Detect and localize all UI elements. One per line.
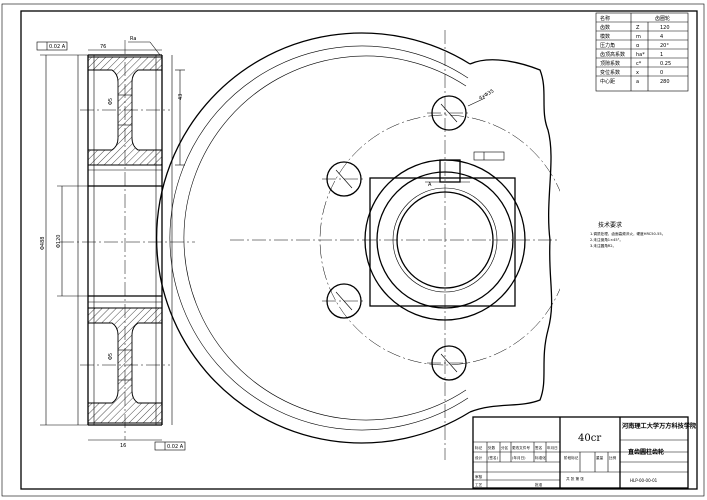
param-name: 齿数 — [600, 24, 610, 31]
param-value: 280 — [660, 79, 670, 85]
svg-text:分区: 分区 — [501, 445, 509, 450]
param-value: 120 — [660, 25, 670, 31]
tolerance-frame-bottom: 0.02 A — [154, 441, 186, 451]
roughness-mark: Ra — [130, 36, 136, 42]
svg-text:16: 16 — [120, 443, 126, 449]
drawing-number: HLP-00-00-01 — [630, 478, 658, 483]
param-name: 变位系数 — [600, 69, 620, 76]
svg-text:43: 43 — [178, 94, 184, 100]
svg-text:处数: 处数 — [488, 445, 496, 450]
param-symbol: x — [636, 70, 639, 76]
param-name: 中心距 — [600, 78, 615, 85]
tolerance-frame-top: 0.02 A — [36, 41, 68, 51]
svg-text:Φ5: Φ5 — [108, 353, 114, 360]
table-header-value: 齿圈轮 — [655, 15, 670, 22]
title-block: 40cr 河南理工大学万方科技学院 直齿圆柱齿轮 HLP-00-00-01 标记… — [472, 416, 697, 489]
svg-text:设计: 设计 — [475, 455, 483, 460]
svg-text:标记: 标记 — [475, 445, 483, 450]
param-value: 4 — [660, 34, 663, 40]
svg-text:阶段标记: 阶段标记 — [564, 455, 579, 460]
svg-text:工艺: 工艺 — [475, 482, 483, 487]
outer-frame — [1, 3, 705, 497]
front-view: A 4xΦ35 — [155, 30, 560, 460]
svg-text:签名: 签名 — [535, 445, 543, 450]
tech-req-line: 3.未注圆角R2。 — [590, 243, 616, 248]
svg-text:标准化: 标准化 — [535, 455, 546, 460]
param-value: 0.25 — [660, 61, 671, 67]
param-name: 模数 — [600, 33, 610, 40]
param-symbol: α — [636, 43, 640, 49]
svg-text:Φ120: Φ120 — [56, 235, 62, 248]
part-name: 直齿圆柱齿轮 — [628, 448, 664, 456]
inner-frame — [20, 10, 698, 490]
dim-b: A — [428, 182, 432, 188]
svg-text:更改文件号: 更改文件号 — [512, 445, 530, 450]
svg-text:Φ488: Φ488 — [40, 237, 46, 250]
svg-text:年月日: 年月日 — [547, 445, 558, 450]
svg-text:0.02 A: 0.02 A — [49, 44, 66, 50]
param-value: 0 — [660, 70, 663, 76]
table-header-label: 名称 — [600, 15, 610, 22]
param-name: 压力角 — [600, 42, 615, 49]
tech-req-title: 技术要求 — [598, 221, 622, 229]
svg-text:0.02 A: 0.02 A — [167, 444, 184, 450]
svg-text:76: 76 — [100, 44, 106, 50]
svg-text:比例: 比例 — [609, 455, 617, 460]
param-value: 1 — [660, 52, 663, 58]
param-value: 20° — [660, 43, 669, 49]
param-name: 齿顶高系数 — [600, 51, 625, 58]
param-symbol: a — [636, 79, 639, 85]
svg-text:Φ5: Φ5 — [108, 98, 114, 105]
material-label: 40cr — [578, 433, 601, 444]
technical-requirements: 技术要求 1.调质处理，齿面高频淬火，硬度HRC50-55。 2.未注倒角1×4… — [590, 221, 665, 248]
school-name: 河南理工大学万方科技学院 — [622, 422, 697, 430]
svg-text:批准: 批准 — [535, 482, 543, 487]
svg-text:(年月日): (年月日) — [512, 455, 526, 460]
svg-text:(签名): (签名) — [488, 455, 499, 460]
param-symbol: ha* — [636, 52, 645, 58]
param-name: 顶隙系数 — [600, 60, 620, 67]
section-view: 76 43 Φ488 Φ120 Φ5 Φ5 16 Ra — [40, 36, 195, 449]
param-symbol: Z — [636, 25, 640, 31]
parameter-table: 名称 齿圈轮 齿数 Z 120 模数 m 4 压力角 α 20° 齿顶高系数 h… — [595, 12, 689, 92]
param-symbol: c* — [636, 61, 642, 67]
tech-req-line: 2.未注倒角1×45°。 — [590, 237, 623, 242]
svg-text:重量: 重量 — [596, 455, 604, 460]
param-symbol: m — [636, 34, 641, 40]
svg-text:共 张 第 张: 共 张 第 张 — [566, 476, 584, 481]
svg-text:审核: 审核 — [475, 474, 483, 479]
svg-text:4xΦ35: 4xΦ35 — [478, 88, 495, 101]
tech-req-line: 1.调质处理，齿面高频淬火，硬度HRC50-55。 — [590, 231, 665, 236]
